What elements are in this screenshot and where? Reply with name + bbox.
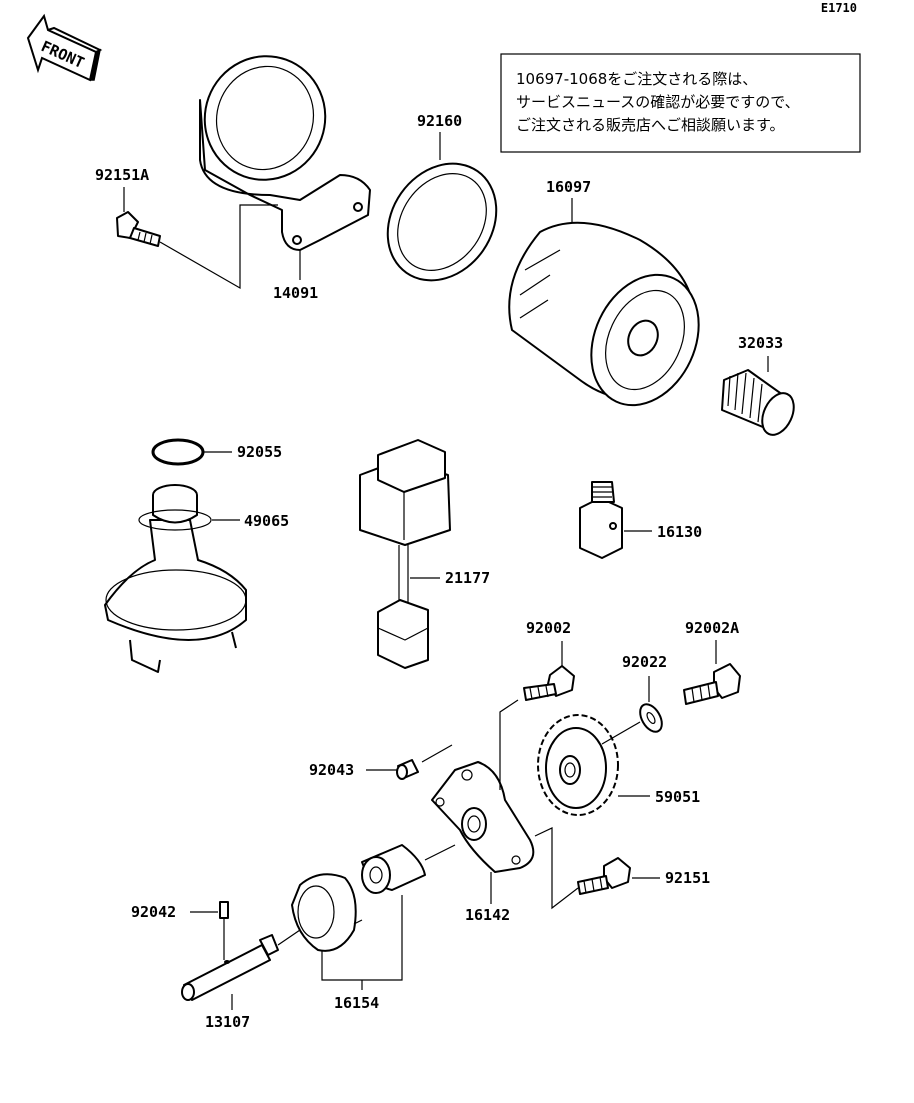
part-16130-fitting <box>579 481 623 559</box>
part-92151A-bolt <box>116 211 161 247</box>
part-92002-bolt <box>523 665 575 701</box>
part-16154-outer-rotor <box>291 873 357 952</box>
part-49065-strainer <box>104 484 247 673</box>
label-92022: 92022 <box>622 653 667 671</box>
note-line-2: サービスニュースの確認が必要ですので、 <box>516 93 800 111</box>
part-16142-pump-cover <box>431 761 535 873</box>
label-14091: 14091 <box>273 284 318 302</box>
part-21177-switch <box>359 439 451 669</box>
part-32033-spring <box>721 369 795 436</box>
part-59051-gear <box>537 714 619 816</box>
leader-lines <box>123 132 769 1010</box>
label-92043: 92043 <box>309 761 354 779</box>
label-13107: 13107 <box>205 1013 250 1031</box>
label-92151A: 92151A <box>95 166 149 184</box>
note-line-1: 10697-1068をご注文される際は、 <box>516 70 757 88</box>
label-92002A: 92002A <box>685 619 739 637</box>
part-labels: 92151A 14091 92160 16097 32033 92055 490… <box>95 112 783 1031</box>
sheet-id: E1710 <box>821 1 857 15</box>
label-21177: 21177 <box>445 569 490 587</box>
part-92043-dowel <box>396 759 419 780</box>
label-16142: 16142 <box>465 906 510 924</box>
label-32033: 32033 <box>738 334 783 352</box>
part-92160-ring <box>386 162 498 282</box>
part-92151-bolt <box>577 857 631 895</box>
part-14091-guard <box>199 55 371 251</box>
part-92055-o-ring <box>151 438 205 466</box>
part-92002A-bolt <box>683 663 741 705</box>
label-92160: 92160 <box>417 112 462 130</box>
label-92002: 92002 <box>526 619 571 637</box>
label-16154: 16154 <box>334 994 379 1012</box>
part-16154-inner-rotor <box>361 844 426 894</box>
label-92151: 92151 <box>665 869 710 887</box>
label-49065: 49065 <box>244 512 289 530</box>
label-16097: 16097 <box>546 178 591 196</box>
part-16097-oil-filter <box>508 221 700 407</box>
front-arrow-icon: FRONT <box>26 13 103 82</box>
part-92042-pin <box>219 901 229 919</box>
label-16130: 16130 <box>657 523 702 541</box>
label-92055: 92055 <box>237 443 282 461</box>
part-92022-washer <box>639 703 663 733</box>
part-13107-shaft <box>181 934 279 1001</box>
note-box: 10697-1068をご注文される際は、 サービスニュースの確認が必要ですので、… <box>500 53 861 153</box>
label-59051: 59051 <box>655 788 700 806</box>
note-line-3: ご注文される販売店へご相談願います。 <box>516 116 785 134</box>
label-92042: 92042 <box>131 903 176 921</box>
